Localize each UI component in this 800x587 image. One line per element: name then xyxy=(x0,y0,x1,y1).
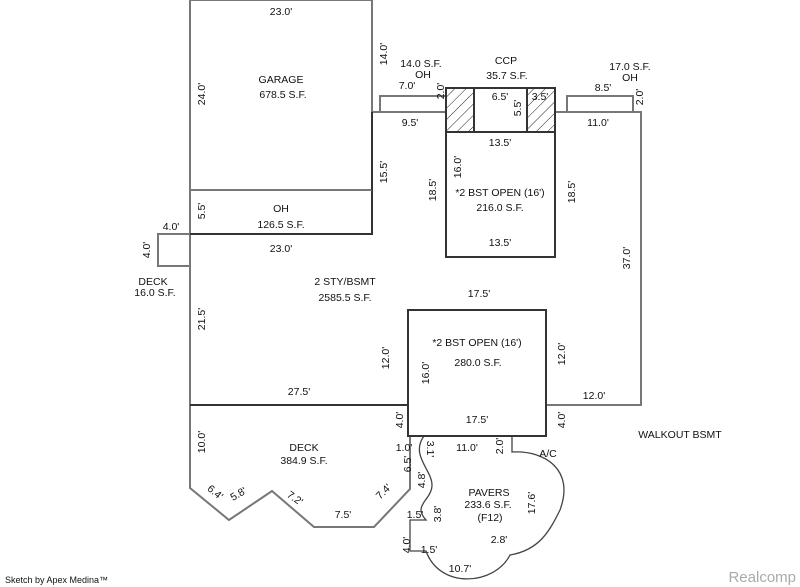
dim: 12.0' xyxy=(583,390,605,402)
dim: 1.5' xyxy=(421,544,438,556)
dim: 17.5' xyxy=(468,288,490,300)
dim: 1.5' xyxy=(407,509,424,521)
pavers-outline xyxy=(409,435,565,580)
oh-left-name: OH xyxy=(415,69,431,81)
dim: 6.5' xyxy=(492,91,509,103)
dim: 24.0' xyxy=(196,83,208,105)
dim: 10.7' xyxy=(449,563,471,575)
dim: 18.5' xyxy=(566,181,578,203)
garage-area: 678.5 S.F. xyxy=(259,89,306,101)
dim: 5.5' xyxy=(512,100,524,117)
outer-perimeter xyxy=(189,0,411,528)
oh-garage-area: 126.5 S.F. xyxy=(257,219,304,231)
dim: 4.0' xyxy=(556,412,568,429)
dim: 12.0' xyxy=(556,343,568,365)
dim: 2.0' xyxy=(435,83,447,100)
walkout-label: WALKOUT BSMT xyxy=(638,429,722,441)
dim: 2.8' xyxy=(491,534,508,546)
garage-name: GARAGE xyxy=(259,74,304,86)
dim: 16.0' xyxy=(452,156,464,178)
dim: 11.0' xyxy=(456,442,478,454)
dim: 2.0' xyxy=(634,89,646,106)
ccp-name: CCP xyxy=(495,55,517,67)
oh-garage-name: OH xyxy=(273,203,289,215)
bst-open-2-area: 280.0 S.F. xyxy=(454,357,501,369)
dim: 5.8' xyxy=(228,485,248,504)
pavers-area: 233.6 S.F. xyxy=(464,499,511,511)
dim: 8.5' xyxy=(595,82,612,94)
bst-open-1-area: 216.0 S.F. xyxy=(476,202,523,214)
dim: 18.5' xyxy=(427,179,439,201)
pavers-name: PAVERS xyxy=(468,487,509,499)
bst-open-1-name: *2 BST OPEN (16') xyxy=(455,187,544,199)
deck-large-area: 384.9 S.F. xyxy=(280,455,327,467)
dim: 3.5' xyxy=(532,91,549,103)
deck-small-name: DECK xyxy=(138,276,167,288)
dim: 11.0' xyxy=(587,117,609,129)
dim: 2.0' xyxy=(494,438,506,455)
dim: 15.5' xyxy=(378,161,390,183)
deck-small-area: 16.0 S.F. xyxy=(134,287,175,299)
bst-open-2-name: *2 BST OPEN (16') xyxy=(432,337,521,349)
dim: 4.0' xyxy=(394,412,406,429)
oh-right-rect xyxy=(566,95,634,113)
dim: 13.5' xyxy=(489,237,511,249)
dim: 37.0' xyxy=(621,247,633,269)
dim: 4.8' xyxy=(416,472,428,489)
pavers-code: (F12) xyxy=(477,512,502,524)
deck-large-name: DECK xyxy=(289,442,318,454)
main-area: 2585.5 S.F. xyxy=(318,292,371,304)
dim: 27.5' xyxy=(288,386,310,398)
dim: 4.0' xyxy=(401,537,413,554)
dim: 7.5' xyxy=(335,509,352,521)
realcomp-watermark: Realcomp xyxy=(728,569,796,586)
dim: 5.5' xyxy=(196,203,208,220)
dim: 17.5' xyxy=(466,414,488,426)
dim: 23.0' xyxy=(270,243,292,255)
bst-open-1-rect xyxy=(445,131,556,258)
dim: 12.0' xyxy=(380,347,392,369)
dim: 7.0' xyxy=(399,80,416,92)
oh-right-name: OH xyxy=(622,72,638,84)
dim: 13.5' xyxy=(489,137,511,149)
dim: 16.0' xyxy=(420,362,432,384)
dim: 4.0' xyxy=(163,221,180,233)
dim: 6.5' xyxy=(402,456,414,473)
ac-label: A/C xyxy=(539,448,557,460)
dim: 7.4' xyxy=(374,482,394,502)
dim: 9.5' xyxy=(402,117,419,129)
dim: 21.5' xyxy=(196,308,208,330)
dim: 4.0' xyxy=(141,242,153,259)
dim: 14.0' xyxy=(378,43,390,65)
dim: 17.6' xyxy=(526,492,538,514)
oh-right-area: 17.0 S.F. xyxy=(609,61,650,73)
oh-left-area: 14.0 S.F. xyxy=(400,58,441,70)
ccp-area: 35.7 S.F. xyxy=(486,70,527,82)
main-name: 2 STY/BSMT xyxy=(314,276,376,288)
ccp-hatch-left xyxy=(445,87,475,133)
dim: 1.0' xyxy=(396,442,413,454)
dim: 23.0' xyxy=(270,6,292,18)
dim: 3.1' xyxy=(424,441,436,458)
left-deck-small xyxy=(157,233,190,267)
dim: 10.0' xyxy=(196,431,208,453)
sketch-credit: Sketch by Apex Medina™ xyxy=(5,575,108,585)
dim: 3.8' xyxy=(432,506,444,523)
dim: 6.4' xyxy=(205,483,225,503)
